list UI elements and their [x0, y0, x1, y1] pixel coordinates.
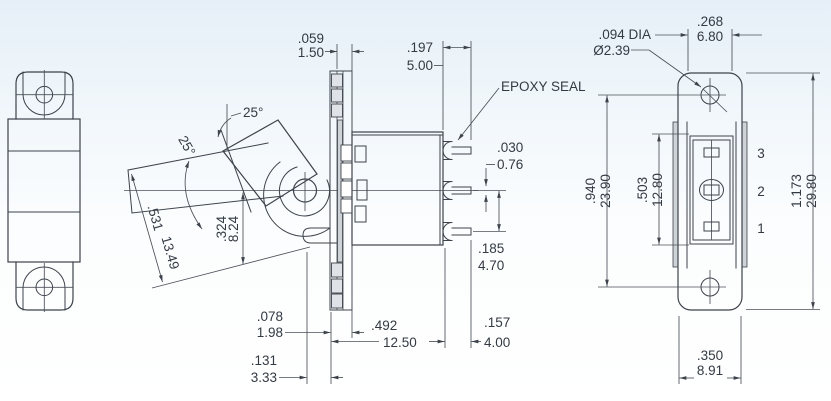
dim-overall-height-mm: 29.80 — [804, 174, 819, 208]
dim-body-depth-in: .492 — [371, 318, 397, 333]
dim-lever-length-in: .531 — [144, 203, 166, 232]
dim-hole-spacing: .940 23.90 — [583, 94, 696, 288]
dim-angle-swing: 25° — [175, 133, 203, 230]
hole-callout: .094 DIA Ø2.39 — [593, 27, 728, 113]
dim-bracket-offset-in: .078 — [257, 309, 283, 324]
dim-slot-width-mm: 6.80 — [697, 29, 723, 44]
dim-seal-depth-in: .197 — [407, 40, 433, 55]
terminal-label-1: 1 — [757, 221, 765, 236]
hole-callout-in: .094 DIA — [598, 27, 651, 42]
dim-terminal-length: .157 4.00 — [471, 315, 510, 350]
dim-bracket-gap-in: .131 — [251, 353, 277, 368]
switch-body — [351, 131, 444, 246]
dim-hole-spacing-mm: 23.90 — [598, 174, 613, 208]
mounting-bracket — [329, 70, 353, 311]
terminal-1 — [703, 221, 720, 232]
dim-lever-travel: .324 8.24 — [214, 192, 245, 264]
dim-terminal-spacing-mm: 4.70 — [478, 258, 504, 273]
terminal-2 — [703, 184, 720, 196]
dim-terminal-length-in: .157 — [484, 315, 510, 330]
dim-base-width-in: .350 — [697, 348, 723, 363]
epoxy-seal-callout: EPOXY SEAL — [457, 79, 586, 141]
dim-base-width: .350 8.91 — [678, 316, 742, 384]
dim-slot-width: .268 6.80 — [655, 14, 762, 71]
terminal-2-boss — [699, 179, 724, 201]
dim-body-depth: .492 12.50 — [331, 318, 445, 350]
dim-bracket-offset: .078 1.98 — [257, 309, 364, 340]
dim-terminal-thickness: .030 0.76 — [484, 140, 523, 212]
dim-terminal-length-mm: 4.00 — [484, 335, 510, 350]
dim-bracket-thickness-mm: 1.50 — [298, 45, 324, 60]
dim-bracket-gap-mm: 3.33 — [251, 370, 277, 385]
dim-terminal-spacing-in: .185 — [478, 241, 504, 256]
rear-view: 3 2 1 .268 6.80 .094 DIA Ø2.39 — [583, 14, 820, 384]
dim-body-depth-mm: 12.50 — [383, 335, 417, 350]
dim-bracket-offset-mm: 1.98 — [257, 325, 283, 340]
angle-swing-label: 25° — [175, 133, 198, 158]
dim-lever-travel-in: .324 — [214, 215, 229, 242]
dim-terminal-spacing: .185 4.70 — [473, 190, 506, 273]
rear-body — [677, 72, 743, 311]
dim-seal-depth: .197 5.00 — [407, 40, 472, 140]
hole-callout-mm: Ø2.39 — [593, 43, 630, 58]
contact-block — [689, 135, 734, 245]
epoxy-seal-label: EPOXY SEAL — [501, 79, 586, 94]
dim-overall-height-in: 1.173 — [789, 174, 804, 208]
dim-lever-length-mm: 13.49 — [158, 234, 182, 271]
dim-angle-upper: 25° — [217, 104, 263, 150]
dim-bracket-thickness: .059 1.50 — [298, 31, 364, 130]
dim-base-width-mm: 8.91 — [697, 363, 723, 378]
dim-contact-window-in: .503 — [635, 177, 650, 203]
dim-lever-travel-mm: 8.24 — [226, 215, 241, 242]
side-view: .059 1.50 .197 5.00 EPOXY SEAL .030 0.76 — [124, 31, 586, 385]
bracket-tab-right — [741, 121, 748, 268]
dim-hole-spacing-in: .940 — [583, 178, 598, 204]
dim-bracket-gap: .131 3.33 — [251, 353, 343, 385]
front-view — [7, 70, 81, 312]
terminal-label-3: 3 — [757, 146, 765, 161]
terminal-3 — [703, 147, 720, 158]
dim-contact-window: .503 12.80 — [635, 133, 689, 246]
angle-upper-label: 25° — [243, 105, 263, 120]
dim-bracket-thickness-in: .059 — [298, 31, 324, 46]
dim-seal-depth-mm: 5.00 — [407, 58, 433, 73]
dim-terminal-thickness-in: .030 — [497, 140, 523, 155]
dim-contact-window-mm: 12.80 — [650, 173, 665, 207]
dim-overall-height: 1.173 29.80 — [746, 72, 820, 310]
dim-terminal-thickness-mm: 0.76 — [497, 157, 523, 172]
dim-slot-width-in: .268 — [697, 14, 723, 29]
terminals-side — [442, 140, 472, 242]
terminal-label-2: 2 — [757, 184, 765, 199]
